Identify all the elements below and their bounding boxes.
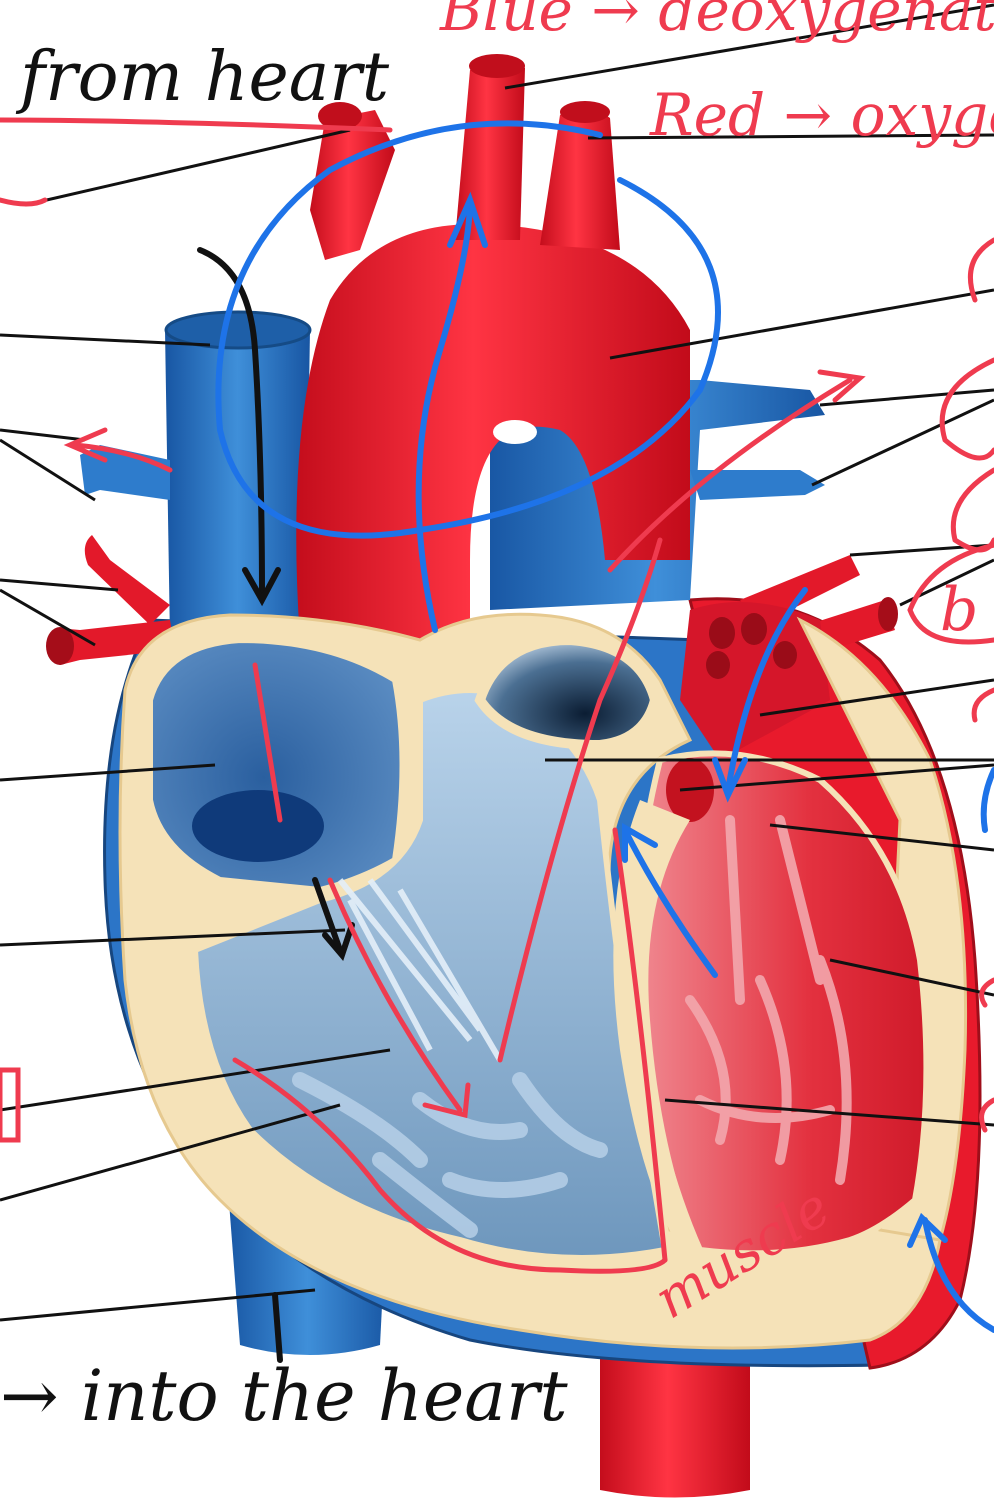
inferior-vena-cava-opening	[192, 790, 324, 862]
annotation-into-heart: → into the heart	[0, 1355, 568, 1437]
superior-vena-cava	[165, 330, 310, 640]
annotation-legend-blue: Blue → deoxygenated	[439, 0, 994, 44]
brachiocephalic-artery	[310, 110, 395, 260]
right-pulmonary-vein-upper	[85, 535, 170, 625]
annotation-b: b	[940, 575, 978, 645]
annotation-legend-red: Red → oxygenated	[649, 81, 994, 149]
annotation-from-heart: from heart	[15, 38, 390, 117]
pulmonary-valve-opening	[480, 640, 655, 745]
aortic-arch-hole	[493, 420, 537, 444]
